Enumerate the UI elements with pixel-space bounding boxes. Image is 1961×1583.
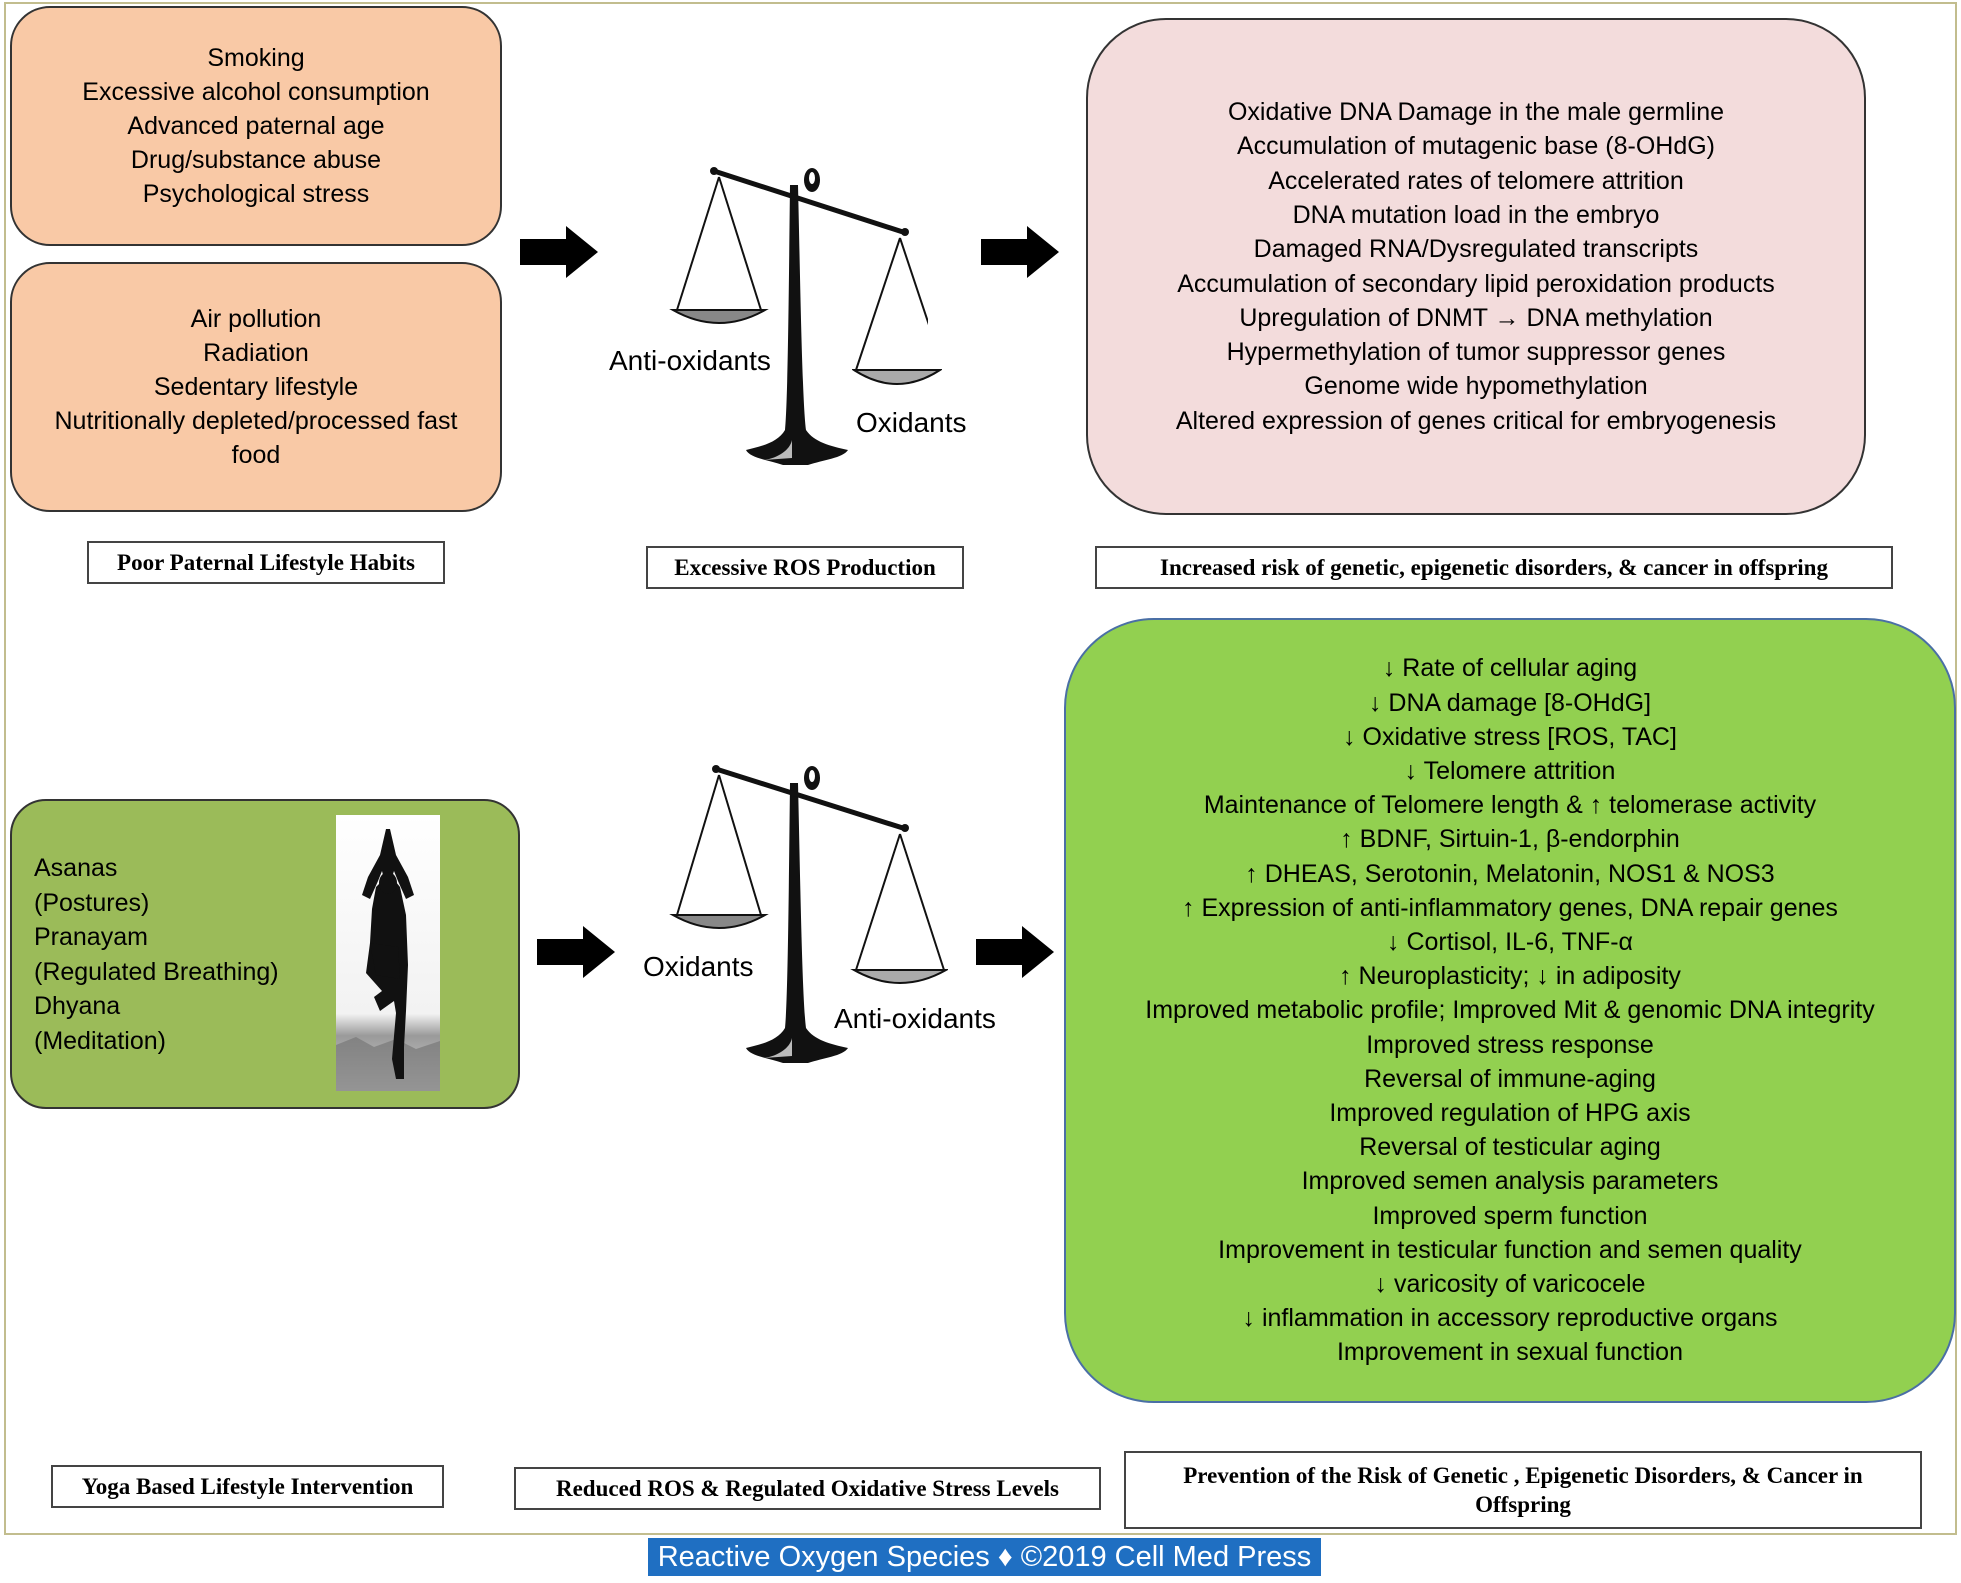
benefit-item: ↓ Rate of cellular aging [1382, 654, 1638, 683]
effect-item: DNA mutation load in the embryo [1292, 200, 1660, 229]
right-arrow-icon [537, 926, 615, 978]
environment-item: Sedentary lifestyle [153, 373, 359, 401]
figure-frame [4, 2, 1957, 1535]
yoga-practice-list: Asanas (Postures) Pranayam (Regulated Br… [34, 851, 279, 1058]
habit-item: Psychological stress [142, 180, 370, 208]
benefit-item: Maintenance of Telomere length & ↑ telom… [1203, 791, 1817, 820]
effect-item: Oxidative DNA Damage in the male germlin… [1227, 98, 1725, 127]
right-pan-edge [852, 369, 942, 385]
habit-item: Advanced paternal age [127, 112, 385, 140]
copyright-footer: Reactive Oxygen Species ♦ ©2019 Cell Med… [648, 1538, 1321, 1576]
environment-item: Nutritionally depleted/processed fast [54, 407, 458, 435]
benefit-item: Improved metabolic profile; Improved Mit… [1145, 996, 1875, 1025]
effect-item: Hypermethylation of tumor suppressor gen… [1226, 338, 1726, 367]
caption-excessive-ros: Excessive ROS Production [646, 546, 964, 589]
effect-item: Altered expression of genes critical for… [1175, 406, 1777, 435]
caption-increased-risk: Increased risk of genetic, epigenetic di… [1095, 546, 1893, 589]
right-arrow-icon [520, 226, 598, 278]
benefit-item: Improved stress response [1366, 1030, 1654, 1059]
scale-label-oxidants: Oxidants [856, 407, 967, 438]
right-arrow-icon [981, 226, 1059, 278]
scale-label-oxidants: Oxidants [643, 951, 754, 982]
effect-item: Genome wide hypomethylation [1304, 372, 1648, 401]
effects-box: Oxidative DNA Damage in the male germlin… [1086, 18, 1866, 515]
caption-poor-lifestyle: Poor Paternal Lifestyle Habits [87, 541, 445, 584]
benefit-item: Reversal of testicular aging [1359, 1133, 1661, 1162]
benefit-item: ↓ inflammation in accessory reproductive… [1242, 1304, 1778, 1333]
habit-item: Drug/substance abuse [130, 146, 382, 174]
habits-box: Smoking Excessive alcohol consumption Ad… [10, 6, 502, 246]
caption-yoga-intervention: Yoga Based Lifestyle Intervention [51, 1465, 444, 1508]
benefit-item: ↓ varicosity of varicocele [1374, 1270, 1646, 1299]
benefit-item: Improved sperm function [1372, 1201, 1648, 1230]
effect-item: Damaged RNA/Dysregulated transcripts [1253, 235, 1699, 264]
benefit-item: ↓ DNA damage [8-OHdG] [1368, 688, 1652, 717]
yoga-item: (Regulated Breathing) [34, 957, 279, 986]
benefits-box: ↓ Rate of cellular aging ↓ DNA damage [8… [1064, 618, 1956, 1403]
benefit-item: ↑ DHEAS, Serotonin, Melatonin, NOS1 & NO… [1245, 859, 1775, 888]
yoga-pose-image [336, 815, 440, 1091]
benefit-item: Improved regulation of HPG axis [1329, 1099, 1691, 1127]
environment-item: Air pollution [190, 305, 322, 333]
scale-label-antioxidants: Anti-oxidants [609, 345, 771, 376]
effect-item: Accumulation of secondary lipid peroxida… [1177, 269, 1775, 298]
balance-scale-icon [669, 765, 948, 1063]
habit-item: Smoking [207, 44, 305, 72]
benefit-item: Improvement in testicular function and s… [1218, 1235, 1802, 1264]
benefit-item: ↑ Expression of anti-inflammatory genes,… [1182, 893, 1838, 922]
scale-label-antioxidants: Anti-oxidants [834, 1003, 996, 1034]
benefit-item: ↑ Neuroplasticity; ↓ in adiposity [1339, 962, 1681, 991]
benefit-item: ↓ Telomere attrition [1404, 756, 1616, 785]
benefit-item: Improved semen analysis parameters [1301, 1167, 1719, 1196]
yoga-item: (Meditation) [34, 1026, 166, 1055]
caption-prevention-risk: Prevention of the Risk of Genetic , Epig… [1124, 1451, 1922, 1529]
habit-item: Excessive alcohol consumption [82, 78, 430, 106]
benefit-item: ↓ Cortisol, IL-6, TNF-α [1387, 927, 1633, 956]
yoga-item: Pranayam [34, 923, 148, 951]
environment-item: food [231, 441, 281, 469]
effect-item: Upregulation of DNMT → DNA methylation [1239, 303, 1713, 332]
yoga-item: (Postures) [34, 888, 150, 917]
benefit-item: Reversal of immune-aging [1364, 1064, 1656, 1093]
effect-item: Accelerated rates of telomere attrition [1268, 166, 1684, 195]
yoga-item: Dhyana [34, 992, 121, 1020]
environment-box: Air pollution Radiation Sedentary lifest… [10, 262, 502, 512]
effect-item: Accumulation of mutagenic base (8-OHdG) [1237, 132, 1715, 161]
caption-reduced-ros: Reduced ROS & Regulated Oxidative Stress… [514, 1467, 1101, 1510]
benefit-item: Improvement in sexual function [1336, 1338, 1683, 1367]
benefit-item: ↑ BDNF, Sirtuin-1, β-endorphin [1340, 825, 1680, 854]
yoga-item: Asanas [34, 854, 118, 882]
benefit-item: ↓ Oxidative stress [ROS, TAC] [1343, 722, 1677, 751]
environment-item: Radiation [203, 339, 309, 367]
right-arrow-icon [976, 926, 1054, 978]
